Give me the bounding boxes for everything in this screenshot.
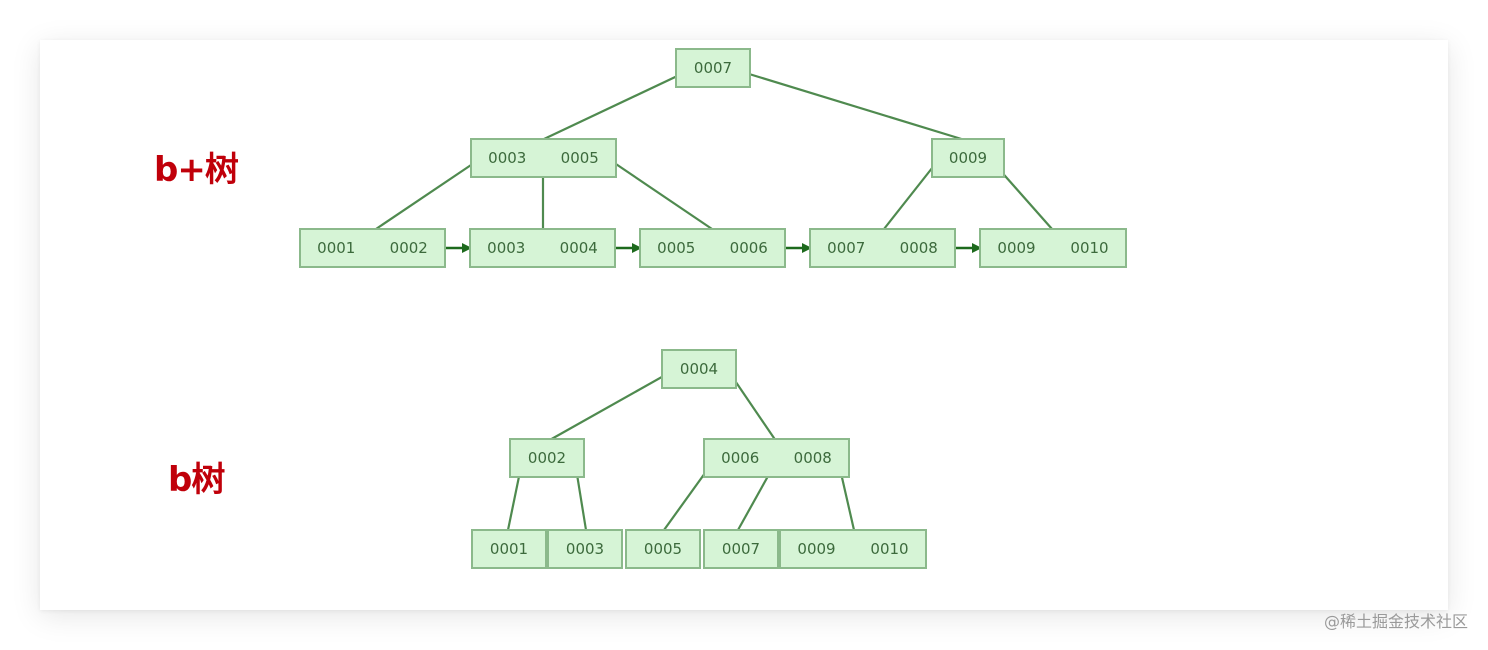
b-leaf-node: 0007: [703, 529, 779, 569]
b-internal-node: 0002: [509, 438, 585, 478]
bplus-leaf-node: 0009 0010: [979, 228, 1127, 268]
b-internal-node-box: [703, 438, 850, 478]
node-key: 0006: [721, 449, 759, 467]
bplus-leaf-node: 0003 0004: [469, 228, 616, 268]
bplus-leaf-node-box: [639, 228, 786, 268]
bplus-tree-label: b+树: [154, 150, 239, 190]
b-leaf-node-box: [547, 529, 623, 569]
bplus-leaf-node: 0007 0008: [809, 228, 956, 268]
bplus-leaf-node-box: [809, 228, 956, 268]
node-key: 0001: [317, 239, 355, 257]
bplus-edge: [609, 159, 713, 230]
node-key: 0007: [827, 239, 865, 257]
bplus-edge: [735, 68, 969, 143]
node-key: 0001: [490, 540, 528, 558]
bplus-internal-node-box: [470, 138, 617, 178]
bplus-edge: [543, 69, 691, 140]
node-key: 0002: [390, 239, 428, 257]
b-leaf-node: 0005: [625, 529, 701, 569]
watermark: @稀土掘金技术社区: [1323, 612, 1468, 631]
node-key: 0005: [657, 239, 695, 257]
node-key: 0008: [900, 239, 938, 257]
bplus-root-node-box: [675, 48, 751, 88]
b-leaf-node-box: [703, 529, 779, 569]
node-key: 0007: [722, 540, 760, 558]
bplus-leaf-node: 0001 0002: [299, 228, 446, 268]
bplus-leaf-node: 0005 0006: [639, 228, 786, 268]
b-leaf-node: 0001: [471, 529, 547, 569]
node-key: 0004: [560, 239, 598, 257]
bplus-internal-node-box: [931, 138, 1005, 178]
b-internal-node: 0006 0008: [703, 438, 850, 478]
bplus-edge: [883, 157, 941, 230]
figure-card: [40, 40, 1448, 610]
b-leaf-node: 0009 0010: [779, 529, 927, 569]
node-key: 0009: [949, 149, 987, 167]
bplus-internal-node: 0009: [931, 138, 1005, 178]
b-leaf-node-box: [779, 529, 927, 569]
b-leaf-node-box: [471, 529, 547, 569]
bplus-internal-node: 0003 0005: [470, 138, 617, 178]
node-key: 0003: [487, 239, 525, 257]
b-root-node: 0004: [661, 349, 737, 389]
bplus-edge: [375, 162, 475, 230]
b-edge: [547, 368, 677, 442]
b-leaf-node: 0003: [547, 529, 623, 569]
b-tree-label: b树: [168, 460, 225, 500]
node-key: 0008: [794, 449, 832, 467]
bplus-leaf-node-box: [299, 228, 446, 268]
bplus-leaf-node-box: [469, 228, 616, 268]
node-key: 0010: [870, 540, 908, 558]
node-key: 0002: [528, 449, 566, 467]
node-key: 0006: [730, 239, 768, 257]
bplus-edge: [997, 167, 1053, 230]
b-root-node-box: [661, 349, 737, 389]
bplus-leaf-node-box: [979, 228, 1127, 268]
node-key: 0007: [694, 59, 732, 77]
node-key: 0009: [797, 540, 835, 558]
node-key: 0005: [561, 149, 599, 167]
node-key: 0009: [997, 239, 1035, 257]
b-leaf-node-box: [625, 529, 701, 569]
b-internal-node-box: [509, 438, 585, 478]
node-key: 0005: [644, 540, 682, 558]
node-key: 0003: [488, 149, 526, 167]
bplus-root-node: 0007: [675, 48, 751, 88]
node-key: 0010: [1070, 239, 1108, 257]
node-key: 0004: [680, 360, 718, 378]
node-key: 0003: [566, 540, 604, 558]
